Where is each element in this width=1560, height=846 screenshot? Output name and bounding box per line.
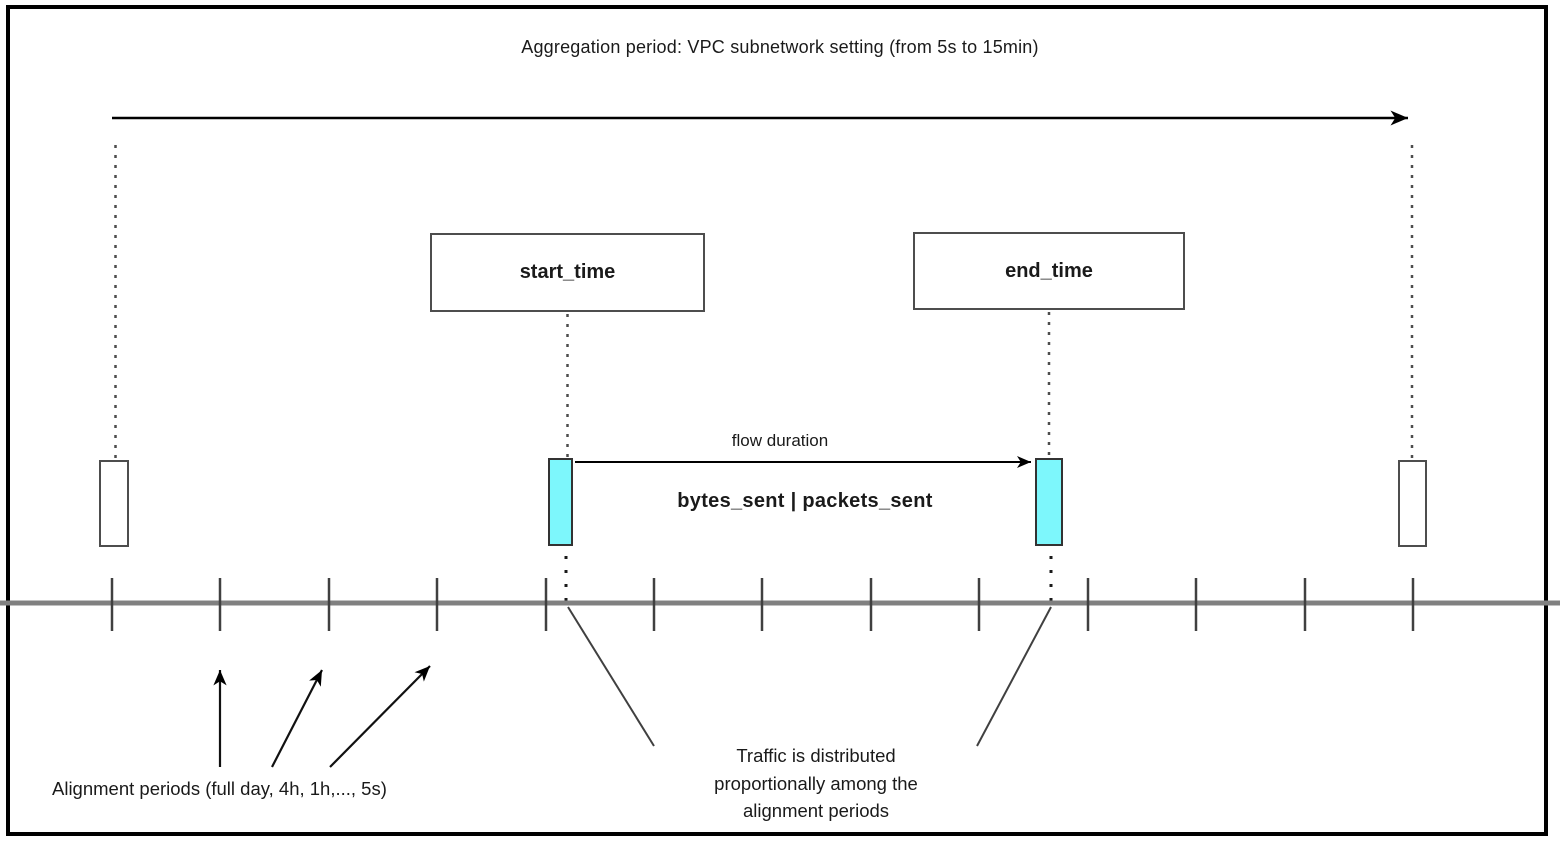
right-boundary-rect [1398, 460, 1427, 547]
traffic-note-line-3: alignment periods [742, 800, 890, 821]
metrics-label: bytes_sent | packets_sent [677, 490, 933, 512]
end-time-label: end_time [1005, 259, 1093, 282]
diagram-frame [6, 5, 1548, 836]
start-time-label: start_time [519, 261, 616, 283]
left-boundary-rect [99, 460, 129, 547]
alignment-periods-label: Alignment periods (full day, 4h, 1h,...,… [52, 778, 387, 799]
diagram-title: Aggregation period: VPC subnetwork setti… [521, 37, 1039, 57]
start-time-box: start_time [430, 233, 705, 312]
flow-duration-label: flow duration [731, 431, 829, 450]
traffic-note-line-1: Traffic is distributed [736, 745, 896, 766]
traffic-note: Traffic is distributed proportionally am… [685, 742, 947, 825]
flow-start-marker-rect [548, 458, 573, 546]
flow-end-marker-rect [1035, 458, 1063, 546]
end-time-box: end_time [913, 232, 1185, 310]
traffic-note-line-2: proportionally among the [714, 772, 918, 794]
